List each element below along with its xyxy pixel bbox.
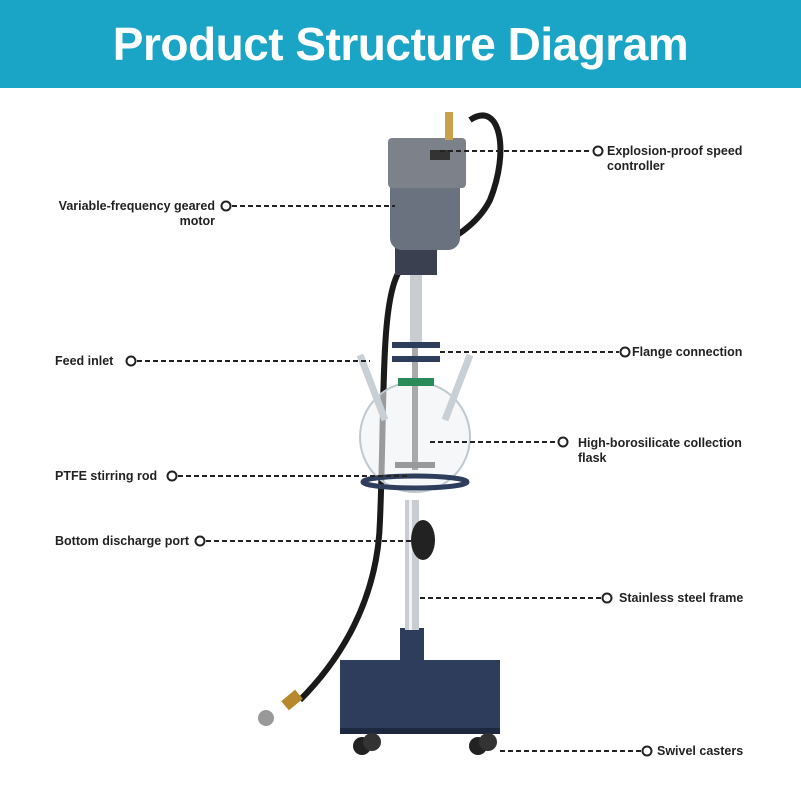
- discharge-valve: [411, 520, 435, 560]
- hose-end: [258, 710, 274, 726]
- label-speed-controller: Explosion-proof speed controller: [607, 144, 742, 174]
- stirring-rod: [412, 320, 418, 470]
- callout-marker: [619, 346, 631, 358]
- controller-box: [388, 138, 466, 188]
- callout-marker: [641, 745, 653, 757]
- base-plate: [340, 660, 500, 730]
- callout-marker: [194, 535, 206, 547]
- label-stirring-rod: PTFE stirring rod: [55, 469, 158, 483]
- label-flange: Flange connection: [632, 345, 743, 359]
- label-casters: Swivel casters: [657, 744, 744, 758]
- callout-marker: [166, 470, 178, 482]
- flange: [392, 342, 440, 348]
- label-line: High-borosilicate collection: [578, 436, 742, 450]
- column-base: [400, 628, 424, 670]
- label-feed-inlet: Feed inlet: [55, 354, 114, 368]
- page-title: Product Structure Diagram: [112, 18, 689, 70]
- callout-marker: [125, 355, 137, 367]
- label-line: Explosion-proof speed: [607, 144, 743, 158]
- callout-marker: [592, 145, 604, 157]
- hose: [297, 112, 504, 703]
- label-flask: High-borosilicate collection flask: [578, 436, 742, 466]
- flask-ring: [360, 473, 470, 491]
- label-discharge-port: Bottom discharge port: [55, 534, 190, 548]
- label-frame: Stainless steel frame: [619, 591, 744, 605]
- green-clamp: [398, 378, 434, 386]
- callout-marker: [557, 436, 569, 448]
- label-line: flask: [578, 451, 607, 465]
- label-line: Variable-frequency geared: [58, 199, 215, 213]
- label-line: motor: [179, 214, 215, 228]
- hose-fitting: [281, 689, 303, 711]
- callout-marker: [220, 200, 232, 212]
- callout-marker: [601, 592, 613, 604]
- label-motor: Variable-frequency geared motor: [59, 199, 215, 229]
- label-line: controller: [607, 159, 665, 173]
- header-banner: Product Structure Diagram: [0, 0, 801, 88]
